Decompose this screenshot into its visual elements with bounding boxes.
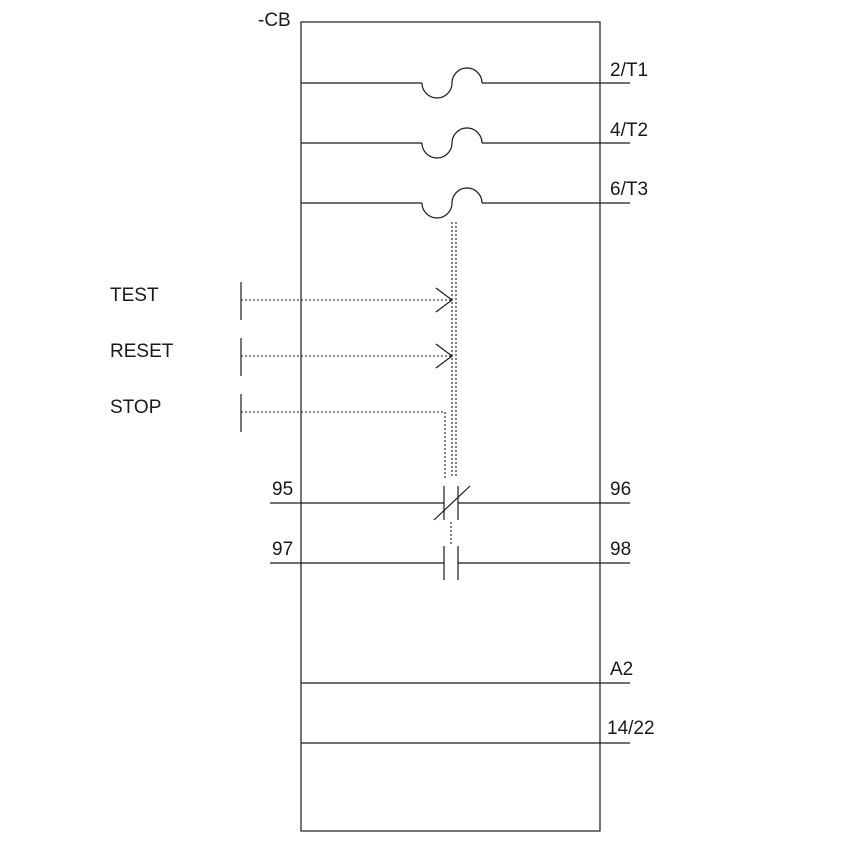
terminal-a2: A2 bbox=[610, 659, 633, 680]
aux-contact-nc: 95 96 bbox=[270, 479, 631, 521]
test-actuator: TEST bbox=[110, 282, 453, 320]
thermal-element-2-icon bbox=[421, 127, 483, 159]
aux-contact-no: 97 98 bbox=[270, 539, 631, 580]
terminal-a2-row: A2 bbox=[301, 659, 633, 684]
terminal-95: 95 bbox=[272, 479, 293, 500]
terminal-96: 96 bbox=[610, 479, 631, 500]
terminal-6-t3: 6/T3 bbox=[610, 179, 648, 200]
test-arrow-icon bbox=[435, 287, 453, 313]
terminal-4-t2: 4/T2 bbox=[610, 120, 648, 141]
main-pole-2: 4/T2 bbox=[301, 120, 648, 159]
terminal-2-t1: 2/T1 bbox=[610, 60, 648, 81]
device-enclosure bbox=[300, 21, 601, 832]
stop-label: STOP bbox=[110, 397, 161, 418]
thermal-element-1-icon bbox=[421, 67, 483, 99]
reset-arrow-icon bbox=[435, 343, 453, 369]
nc-contact-slash-icon bbox=[433, 485, 471, 521]
stop-linkage bbox=[241, 411, 446, 478]
reset-actuator: RESET bbox=[110, 338, 453, 376]
thermal-element-3-icon bbox=[421, 187, 483, 219]
stop-actuator: STOP bbox=[110, 394, 446, 478]
terminal-14-22: 14/22 bbox=[607, 718, 655, 739]
device-designation: -CB bbox=[258, 10, 291, 31]
test-label: TEST bbox=[110, 285, 159, 306]
terminal-98: 98 bbox=[610, 539, 631, 560]
reset-label: RESET bbox=[110, 341, 174, 362]
main-pole-1: 2/T1 bbox=[301, 60, 648, 99]
main-pole-3: 6/T3 bbox=[301, 179, 648, 219]
terminal-14-22-row: 14/22 bbox=[301, 718, 655, 744]
terminal-97: 97 bbox=[272, 539, 293, 560]
